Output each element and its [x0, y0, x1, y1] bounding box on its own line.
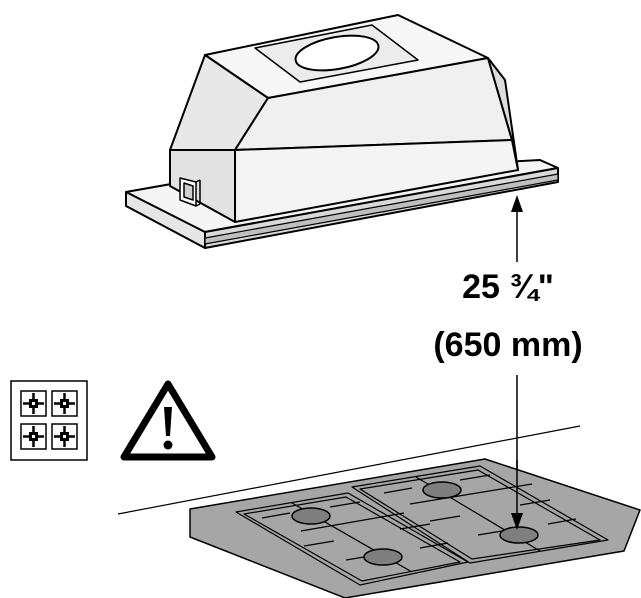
- burner-rear-right: [422, 481, 462, 499]
- hood-lower-left: [169, 149, 236, 223]
- dimension-metric-label: (650 mm): [433, 326, 582, 364]
- range-hood: [125, 14, 559, 249]
- hood-front-strip: [204, 173, 559, 245]
- cooktop: [189, 458, 641, 598]
- warning-triangle-icon: [120, 380, 216, 461]
- dimension-imperial-label: 25 ¾": [462, 268, 554, 306]
- gas-cooktop-icon: [10, 380, 88, 461]
- wall-horizon-line: [117, 425, 581, 515]
- burner-front-left: [363, 548, 403, 566]
- burner-rear-left: [291, 507, 331, 525]
- hood-tray-side: [125, 191, 206, 249]
- duct-opening: [294, 34, 380, 72]
- dimension-arrow-up: [511, 195, 523, 212]
- burner-front-right: [499, 526, 539, 544]
- hood-switch: [179, 177, 201, 207]
- dimension-arrow-down-overlay: [511, 513, 523, 530]
